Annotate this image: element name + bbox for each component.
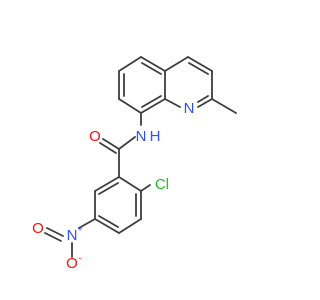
nitro-oxygen-label: O xyxy=(32,220,44,237)
methyl-bond xyxy=(211,98,237,114)
nitro-nitrogen-label: N xyxy=(67,227,78,244)
bond xyxy=(118,98,142,114)
quinoline-nitrogen-label: N xyxy=(184,100,195,117)
nitro-nitrogen-charge: + xyxy=(77,224,82,234)
bond xyxy=(94,218,120,234)
bond-inner xyxy=(141,62,162,75)
bond xyxy=(46,227,64,237)
quinoline-benzo-ring xyxy=(118,56,166,114)
amide-oxygen-label: O xyxy=(89,128,101,145)
bond xyxy=(118,56,142,72)
bond xyxy=(78,218,96,229)
bond xyxy=(118,136,136,150)
bond xyxy=(164,56,189,72)
carbonyl-bond xyxy=(102,138,120,150)
bond xyxy=(140,98,166,114)
carbonyl-bond-double xyxy=(99,142,117,154)
nitro-group xyxy=(44,218,96,258)
bond-inner xyxy=(188,62,209,75)
bond xyxy=(197,98,213,108)
structure-svg: O N H N Cl N + O O - xyxy=(32,56,237,272)
bond xyxy=(118,218,142,234)
bond-inner xyxy=(197,95,209,103)
bond xyxy=(44,232,62,242)
chlorine-label: Cl xyxy=(155,176,169,193)
chloronitro-benzene-ring xyxy=(94,176,151,234)
molecule-diagram: O N H N Cl N + O O - xyxy=(32,56,237,272)
bond xyxy=(187,56,213,72)
bond-inner xyxy=(98,182,119,195)
bond xyxy=(140,56,166,72)
bond xyxy=(164,98,181,108)
bond xyxy=(118,176,142,192)
bond-inner xyxy=(141,95,162,108)
amide-nitrogen-label: N xyxy=(136,128,147,145)
amide-hydrogen-label: H xyxy=(150,128,161,145)
nitro-oxygen-charge: - xyxy=(79,253,82,263)
chlorine-bond xyxy=(140,184,151,192)
bond-inner xyxy=(98,215,119,228)
nitro-oxygen-anion-label: O xyxy=(66,255,78,272)
amide-linkage xyxy=(99,112,142,178)
bond xyxy=(94,176,120,192)
quinoline-pyridine-ring xyxy=(164,56,237,114)
